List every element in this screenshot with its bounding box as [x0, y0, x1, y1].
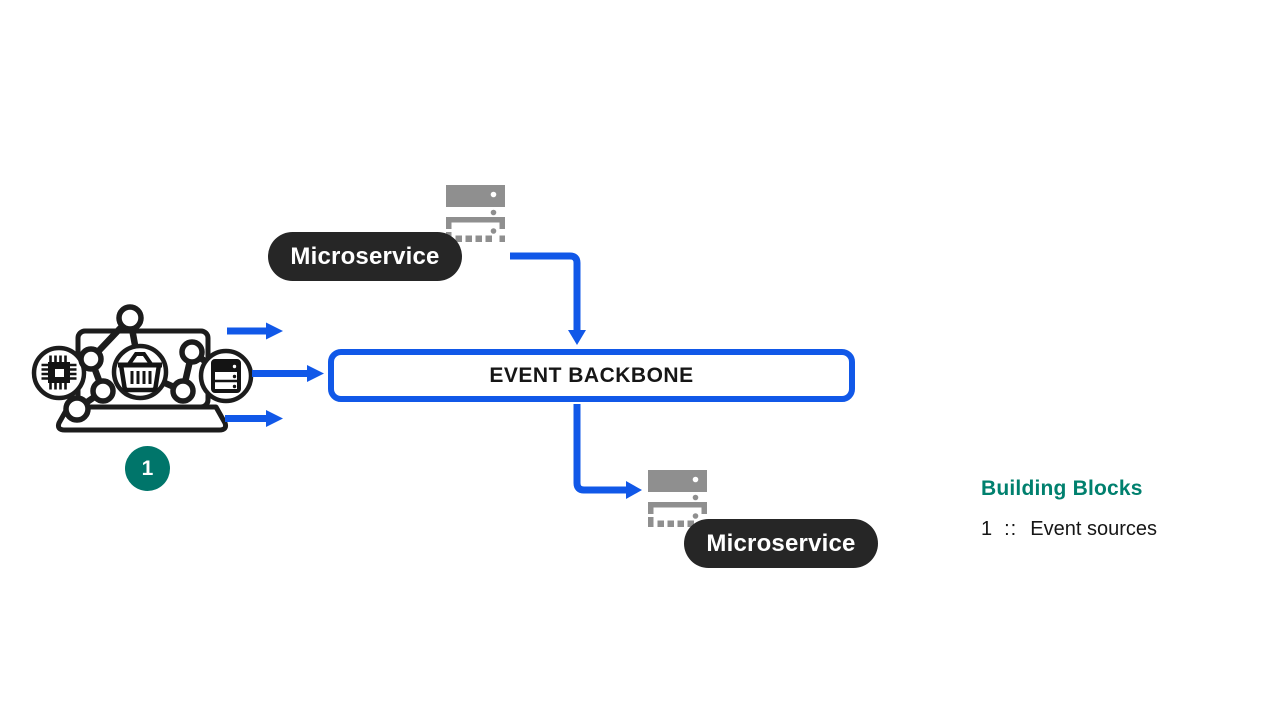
connector-microservice-to-backbone: [510, 252, 586, 345]
arrow-top: [227, 322, 283, 340]
arrow-bottom: [225, 410, 283, 427]
legend-item-number: 1: [981, 518, 993, 540]
basket-icon: [118, 352, 162, 393]
badge-number: 1: [141, 456, 154, 480]
event-source-arrows: [225, 322, 324, 427]
microservice-top-node: Microservice: [268, 232, 462, 281]
microservice-bottom-node: Microservice: [684, 519, 878, 568]
legend-item-separator: ::: [1004, 518, 1018, 540]
event-backbone-node: EVENT BACKBONE: [328, 349, 855, 402]
arrow-middle: [252, 365, 324, 382]
event-backbone-label: EVENT BACKBONE: [489, 363, 694, 387]
event-sources-number-badge: 1: [125, 446, 170, 491]
microservice-bottom-server-stack-icon: [648, 470, 707, 527]
microservice-top-server-stack-icon: [446, 185, 505, 242]
server-icon: [211, 359, 241, 393]
legend-item-event-sources: 1 :: Event sources: [981, 518, 1157, 541]
microservice-bottom-label: Microservice: [706, 529, 856, 557]
connector-backbone-to-microservice: [573, 404, 642, 499]
legend: Building Blocks 1 :: Event sources: [981, 477, 1157, 541]
event-sources-laptop-icon: [31, 304, 254, 433]
chip-icon: [41, 355, 77, 390]
event-graph-nodes: [63, 304, 205, 423]
microservice-top-label: Microservice: [290, 242, 440, 270]
legend-item-label: Event sources: [1030, 518, 1157, 540]
legend-title: Building Blocks: [981, 477, 1143, 500]
